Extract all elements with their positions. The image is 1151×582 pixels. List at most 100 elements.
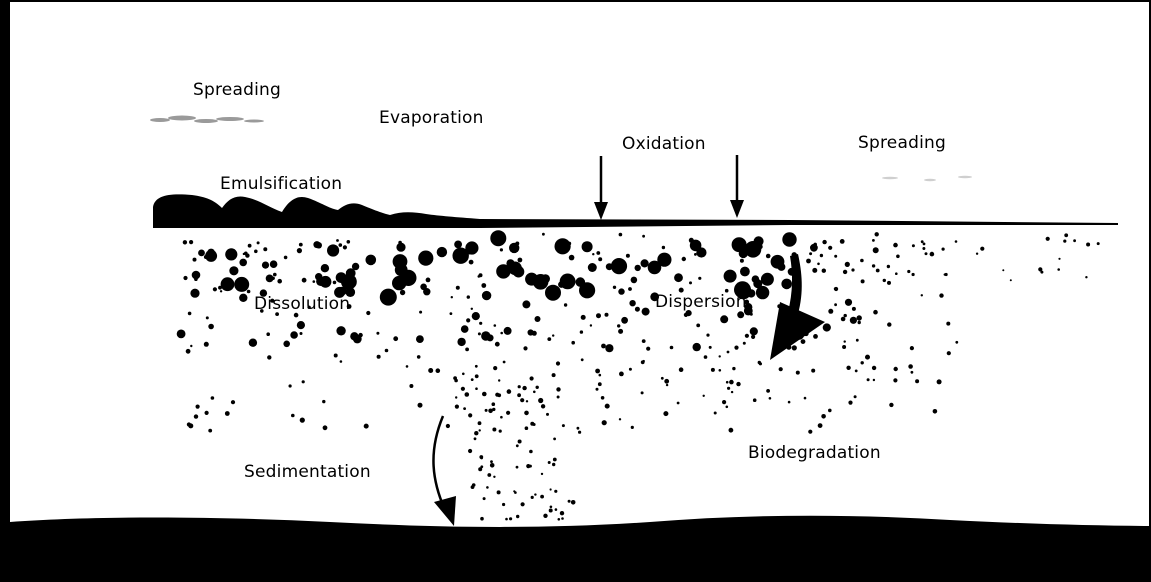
oil-droplet [670, 346, 674, 350]
oil-droplet [451, 296, 453, 298]
oil-droplet [487, 334, 494, 341]
oil-droplet [664, 379, 669, 384]
oil-droplet [875, 232, 879, 236]
oil-droplet [628, 287, 632, 291]
oil-droplet [190, 289, 199, 298]
oil-droplet [498, 379, 500, 381]
oil-droplet [727, 351, 730, 354]
oil-droplet [855, 370, 858, 373]
oil-droplet [478, 467, 482, 471]
oil-droplet [507, 389, 512, 394]
oil-droplet [205, 411, 209, 415]
oil-droplet [385, 349, 389, 353]
oil-droplet [475, 365, 478, 368]
oil-droplet [548, 461, 551, 464]
oil-droplet [727, 387, 730, 390]
oil-droplet [596, 313, 601, 318]
oil-droplet [196, 405, 200, 409]
oil-droplet [482, 291, 491, 300]
oil-droplet [283, 341, 290, 348]
oil-droplet [221, 277, 235, 291]
oil-droplet [865, 355, 870, 360]
oil-droplet [714, 412, 717, 415]
oil-droplet [911, 371, 914, 374]
oil-droplet [225, 411, 230, 416]
oil-droplet [596, 251, 600, 255]
oil-droplet [509, 517, 512, 520]
oil-droplet [643, 360, 645, 362]
oil-droplet [747, 289, 755, 297]
oil-droplet [358, 333, 362, 337]
oil-droplet [1097, 242, 1100, 245]
oil-droplet [631, 277, 638, 284]
oil-droplet [213, 287, 217, 291]
oil-droplet [745, 334, 749, 338]
oil-droplet [472, 312, 480, 320]
sea-floor [10, 516, 1151, 582]
oil-droplet [858, 321, 861, 324]
oil-droplet [409, 384, 413, 388]
oil-droplet [419, 311, 422, 314]
oil-droplet [277, 279, 282, 284]
oil-droplet [1064, 233, 1068, 237]
oil-droplet [614, 264, 618, 268]
oil-droplet [492, 428, 496, 432]
oil-droplet [398, 241, 402, 245]
oil-droplet [533, 391, 536, 394]
oil-droplet [704, 355, 708, 359]
oil-droplet [872, 264, 875, 267]
oil-droplet [657, 253, 671, 267]
oil-droplet [513, 490, 515, 492]
oil-droplet [530, 422, 534, 426]
oil-droplet [873, 310, 878, 315]
oil-droplet [895, 272, 898, 275]
oil-droplet [488, 409, 493, 414]
oil-droplet [697, 246, 701, 250]
oil-droplet [254, 250, 258, 254]
oil-droplet [393, 336, 398, 341]
oil-droplet [726, 406, 729, 409]
sedimentation-arrow [433, 416, 456, 526]
oil-droplet [483, 497, 486, 500]
oil-droplet [347, 240, 351, 244]
oil-droplet [517, 393, 521, 397]
oil-droplet [540, 495, 544, 499]
oil-droplet [751, 335, 755, 339]
oil-droplet [689, 238, 694, 243]
oil-droplet [921, 240, 924, 243]
oil-droplet [420, 284, 427, 291]
oil-droplet [629, 368, 632, 371]
oil-droplet [334, 354, 338, 358]
oil-droplet [272, 277, 275, 280]
oil-droplet [834, 255, 837, 258]
oil-droplet [234, 277, 249, 292]
oil-droplet [579, 282, 595, 298]
label-spreading-right: Spreading [858, 135, 946, 152]
oil-droplet [543, 514, 547, 518]
oil-droplet [198, 250, 205, 257]
oil-droplet [289, 384, 292, 387]
oil-droplet [788, 401, 791, 404]
oil-droplet [480, 517, 484, 521]
oil-droplet [523, 346, 527, 350]
oil-droplet [641, 259, 649, 267]
oil-droplet [887, 322, 891, 326]
oil-droplet [893, 378, 897, 382]
oil-droplet [186, 349, 191, 354]
oil-droplet [841, 317, 846, 322]
oil-droplet [736, 382, 740, 386]
oil-droplet [642, 235, 645, 238]
oil-droplet [530, 376, 534, 380]
oil-droplet [479, 429, 481, 431]
oil-droplet [552, 334, 554, 336]
oil-droplet [641, 391, 644, 394]
oil-droplet [719, 369, 722, 372]
oil-droplet [808, 430, 812, 434]
oil-droplet [270, 260, 278, 268]
oil-droplet [804, 397, 807, 400]
oil-droplet [845, 299, 852, 306]
oil-droplet [846, 366, 850, 370]
oil-droplet [921, 294, 923, 296]
oil-droplet [758, 244, 763, 249]
oil-droplet [840, 239, 845, 244]
